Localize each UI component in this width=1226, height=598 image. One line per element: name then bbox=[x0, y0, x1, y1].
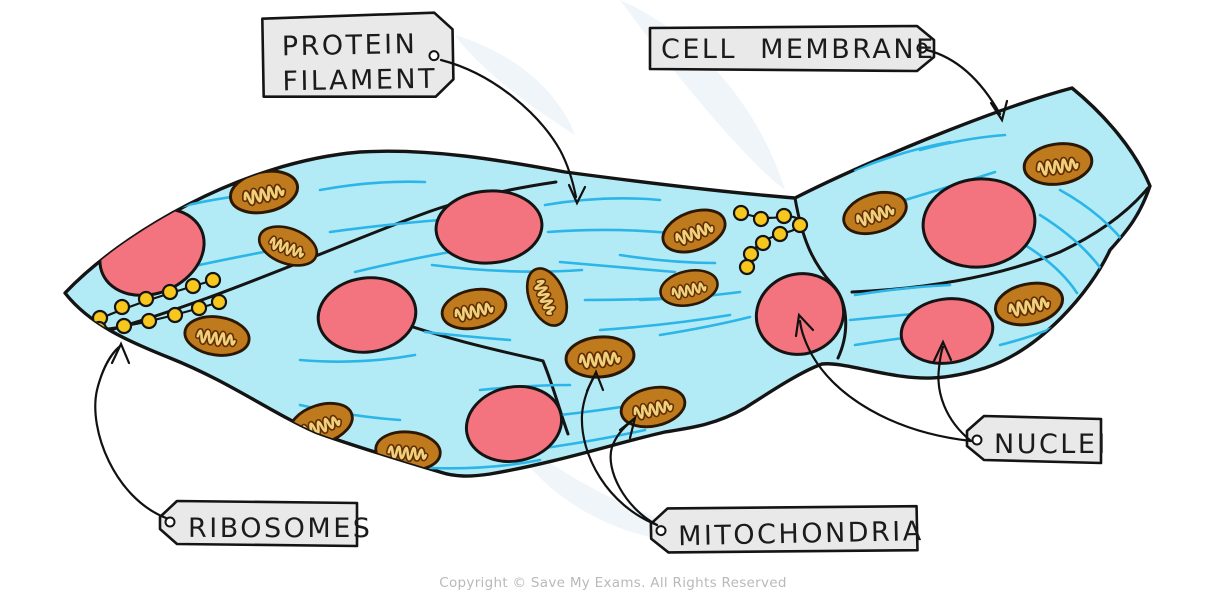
ribosome-chain bbox=[732, 204, 809, 276]
tag-hole bbox=[655, 525, 667, 537]
muscle-tissue bbox=[63, 86, 1152, 478]
arrow-cell-membrane bbox=[925, 48, 1009, 123]
tag-hole bbox=[428, 50, 440, 62]
label-mitochondria-text: MITOCHONDRIA bbox=[678, 516, 924, 552]
tag-hole bbox=[971, 434, 983, 446]
nucleus bbox=[899, 297, 995, 365]
tag-hole bbox=[916, 42, 928, 54]
nucleus bbox=[464, 384, 564, 464]
label-protein-filament-line1: PROTEIN bbox=[282, 29, 418, 62]
tag-hole bbox=[164, 516, 176, 528]
arrow-mitochondria bbox=[580, 369, 659, 527]
nucleus bbox=[921, 177, 1037, 269]
label-protein-filament: PROTEIN FILAMENT bbox=[261, 11, 455, 98]
copyright-text: Copyright © Save My Exams. All Rights Re… bbox=[439, 575, 787, 591]
arrow-ribosomes bbox=[94, 341, 168, 520]
arrow-protein-filament bbox=[439, 58, 587, 206]
arrow-nuclei bbox=[794, 312, 973, 443]
nucleus bbox=[434, 189, 544, 265]
label-ribosomes-text: RIBOSOMES bbox=[188, 513, 372, 544]
label-ribosomes: RIBOSOMES bbox=[158, 499, 372, 548]
label-cell-membrane: CELL MEMBRANE bbox=[648, 24, 936, 73]
nucleus bbox=[754, 272, 846, 356]
label-nuclei: NUCLEI bbox=[965, 414, 1108, 465]
nucleus bbox=[316, 276, 418, 354]
label-nuclei-text: NUCLEI bbox=[994, 429, 1108, 460]
label-protein-filament-line2: FILAMENT bbox=[282, 64, 437, 98]
label-cell-membrane-text: CELL MEMBRANE bbox=[661, 34, 936, 65]
label-mitochondria: MITOCHONDRIA bbox=[649, 504, 924, 554]
